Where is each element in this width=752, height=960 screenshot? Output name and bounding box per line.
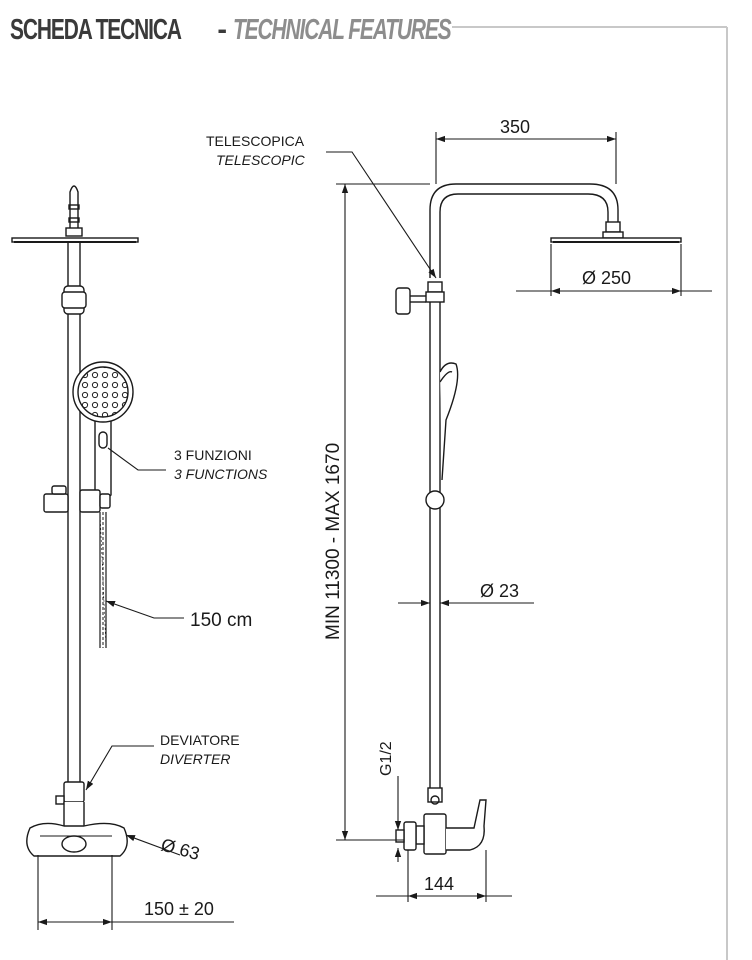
leader-functions [107, 447, 166, 471]
side-hand-shower [425, 362, 459, 510]
label-thread: G1/2 [378, 741, 395, 776]
label-diverter-en: DIVERTER [160, 751, 231, 767]
side-dimensions [326, 132, 712, 902]
label-hose-length: 150 cm [190, 610, 252, 631]
front-view [11, 185, 139, 857]
front-mixer [26, 781, 128, 857]
title-separator: - [217, 13, 227, 46]
label-functions-it: 3 FUNZIONI [174, 447, 252, 463]
front-shower-head [11, 185, 139, 243]
leader-diverter [85, 745, 154, 791]
label-bar-diameter: Ø 23 [480, 581, 519, 601]
page-title: SCHEDA TECNICA [10, 13, 182, 46]
side-view [395, 183, 682, 855]
side-mixer [395, 787, 487, 855]
leader-hose [105, 600, 184, 619]
section-header: SCHEDA TECNICA - TECHNICAL FEATURES [10, 10, 535, 50]
label-center-distance: 150 ± 20 [144, 899, 214, 919]
side-shower-bar [429, 302, 441, 788]
label-functions-en: 3 FUNCTIONS [174, 466, 268, 482]
label-arm-length: 350 [500, 117, 530, 137]
front-hose [99, 511, 107, 649]
front-dimensions [37, 447, 234, 930]
front-slider [43, 485, 111, 513]
side-shower-arm [429, 183, 624, 278]
leader-telescopic [326, 151, 437, 279]
page-subtitle: TECHNICAL FEATURES [233, 13, 452, 46]
side-telescopic-joint [395, 281, 445, 315]
label-telescopic-it: TELESCOPICA [206, 133, 305, 149]
front-hand-shower [72, 361, 134, 500]
label-diverter-it: DEVIATORE [160, 732, 240, 748]
front-shower-bar [61, 242, 87, 800]
label-height-range: MIN 11300 - MAX 1670 [323, 443, 344, 640]
page-frame [452, 26, 728, 960]
leader-mixer-diameter [125, 834, 181, 856]
label-head-diameter: Ø 250 [582, 268, 631, 288]
label-projection: 144 [424, 874, 454, 894]
label-telescopic-en: TELESCOPIC [216, 152, 306, 168]
label-mixer-diameter: Ø 63 [159, 835, 202, 864]
side-shower-head [550, 237, 682, 243]
